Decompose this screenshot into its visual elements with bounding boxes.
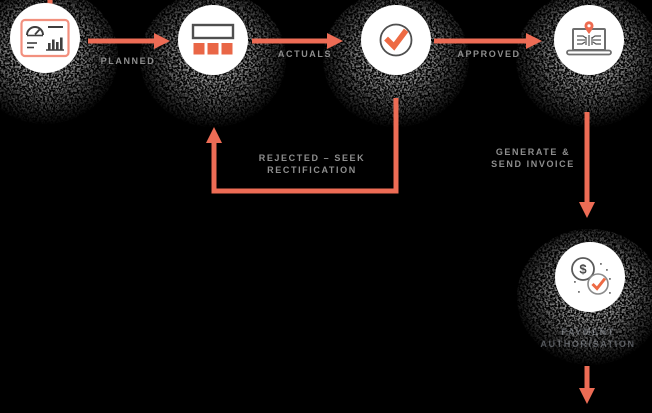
node-payment: $ xyxy=(555,242,625,312)
node-approval xyxy=(361,5,431,75)
dollar-glyph: $ xyxy=(579,262,587,277)
edge-label-invoice-line1: GENERATE & xyxy=(495,147,571,157)
budget-blocks-icon xyxy=(191,23,235,55)
edge-label-approved: APPROVED xyxy=(457,49,521,59)
edge-label-invoice: GENERATE & SEND INVOICE xyxy=(491,147,575,170)
edge-label-planned: PLANNED xyxy=(100,56,156,66)
arrow-rejected-loop xyxy=(206,98,399,194)
edge-label-rejected-line2: RECTIFICATION xyxy=(267,164,357,175)
node-planned xyxy=(10,3,80,73)
edge-label-actuals: ACTUALS xyxy=(277,49,333,59)
node-budget xyxy=(178,5,248,75)
laptop-map-pin-icon xyxy=(566,21,612,56)
check-circle-icon xyxy=(379,23,413,57)
edge-label-rejected: REJECTED – SEEK RECTIFICATION xyxy=(259,153,366,176)
dashboard-report-icon xyxy=(20,18,70,58)
edge-label-invoice-line2: SEND INVOICE xyxy=(491,158,575,169)
dollar-check-icon: $ xyxy=(571,257,611,295)
node-invoicing xyxy=(554,5,624,75)
edge-label-rejected-line1: REJECTED – SEEK xyxy=(258,153,366,163)
